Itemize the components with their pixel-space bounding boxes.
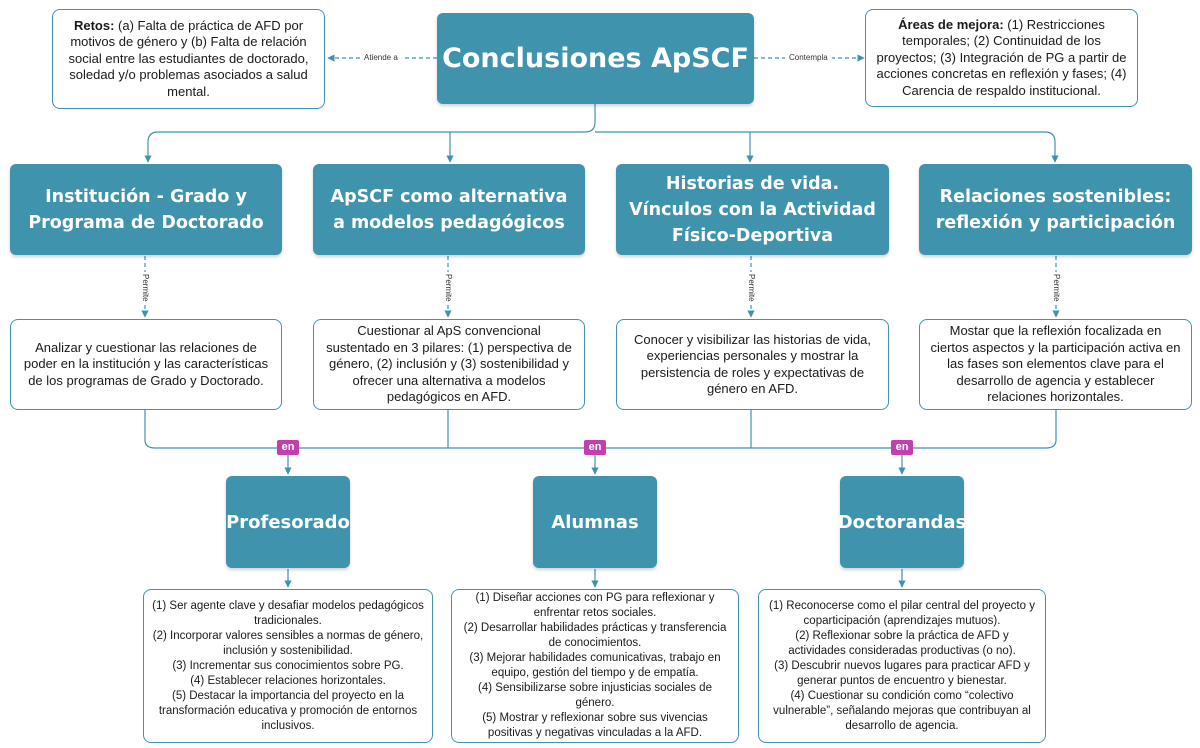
list-item: (1) Diseñar acciones con PG para reflexi… [475, 592, 715, 619]
areas-body: (1) Restricciones temporales; (2) Contin… [876, 16, 1127, 98]
category-title: Historias de vida. Vínculos con la Activ… [629, 173, 876, 246]
category-title: Relaciones sostenibles: reflexión y part… [935, 186, 1176, 233]
edge-label-atiende: Atiende a [360, 53, 402, 62]
list-item: (2) Reflexionar sobre la práctica de AFD… [788, 629, 1016, 657]
en-tag: en [277, 440, 299, 455]
category-desc-apscf: Cuestionar al ApS convencional sustentad… [313, 319, 585, 410]
list-item: (5) Destacar la importancia del proyecto… [158, 689, 418, 732]
category-node-relaciones: Relaciones sostenibles: reflexión y part… [919, 164, 1192, 255]
group-list-doctorandas: (1) Reconocerse como el pilar central de… [758, 589, 1046, 743]
areas-head: Áreas de mejora: [898, 16, 1004, 32]
retos-body: (a) Falta de práctica de AFD por motivos… [68, 17, 309, 99]
main-title: Conclusiones ApSCF [442, 43, 749, 74]
list-item: (2) Desarrollar habilidades prácticas y … [463, 622, 727, 649]
category-desc: Conocer y visibilizar las historias de v… [634, 331, 871, 397]
list-item: (1) Reconocerse como el pilar central de… [769, 599, 1035, 627]
list-item: (4) Establecer relaciones horizontales. [190, 674, 386, 687]
edge-label-permite: Permite [444, 272, 453, 304]
category-desc: Cuestionar al ApS convencional sustentad… [326, 323, 572, 405]
group-title: Doctorandas [837, 511, 967, 533]
category-desc: Analizar y cuestionar las relaciones de … [23, 339, 269, 388]
en-tag: en [891, 440, 913, 455]
list-item: (5) Mostrar y reflexionar sobre sus vive… [482, 712, 708, 739]
retos-note: Retos: (a) Falta de práctica de AFD por … [52, 9, 325, 109]
group-node-profesorado: Profesorado [226, 476, 350, 568]
group-title: Profesorado [226, 511, 350, 533]
edge-label-contempla: Contempla [785, 53, 832, 62]
category-node-historias: Historias de vida. Vínculos con la Activ… [616, 164, 889, 255]
areas-mejora-note: Áreas de mejora: (1) Restricciones tempo… [865, 9, 1138, 107]
en-tag: en [584, 440, 606, 455]
category-desc: Mostar que la reflexión focalizada en ci… [930, 323, 1181, 405]
category-desc-relaciones: Mostar que la reflexión focalizada en ci… [919, 319, 1192, 410]
list-item: (3) Descubrir nuevos lugares para practi… [774, 659, 1030, 687]
category-node-apscf: ApSCF como alternativa a modelos pedagóg… [313, 164, 585, 255]
list-item: (4) Cuestionar su condición como “colect… [773, 689, 1031, 732]
group-node-doctorandas: Doctorandas [837, 476, 967, 568]
group-list-alumnas: (1) Diseñar acciones con PG para reflexi… [451, 589, 739, 743]
category-desc-historias: Conocer y visibilizar las historias de v… [616, 319, 889, 410]
category-title: ApSCF como alternativa a modelos pedagóg… [330, 186, 568, 233]
list-item: (4) Sensibilizarse sobre injusticias soc… [478, 682, 712, 709]
list-item: (3) Incrementar sus conocimientos sobre … [172, 659, 404, 672]
edge-label-permite: Permite [141, 272, 150, 304]
main-title-node: Conclusiones ApSCF [437, 13, 754, 104]
edge-label-permite: Permite [747, 272, 756, 304]
category-title: Institución - Grado y Programa de Doctor… [28, 186, 264, 233]
edge-label-permite: Permite [1052, 272, 1061, 304]
list-item: (3) Mejorar habilidades comunicativas, t… [469, 652, 721, 679]
list-item: (2) Incorporar valores sensibles a norma… [152, 629, 424, 657]
group-title: Alumnas [551, 511, 639, 533]
category-node-institucion: Institución - Grado y Programa de Doctor… [10, 164, 282, 255]
group-node-alumnas: Alumnas [533, 476, 657, 568]
category-desc-institucion: Analizar y cuestionar las relaciones de … [10, 319, 282, 410]
group-list-profesorado: (1) Ser agente clave y desafiar modelos … [143, 589, 433, 743]
retos-head: Retos: [73, 17, 115, 33]
list-item: (1) Ser agente clave y desafiar modelos … [152, 599, 424, 627]
